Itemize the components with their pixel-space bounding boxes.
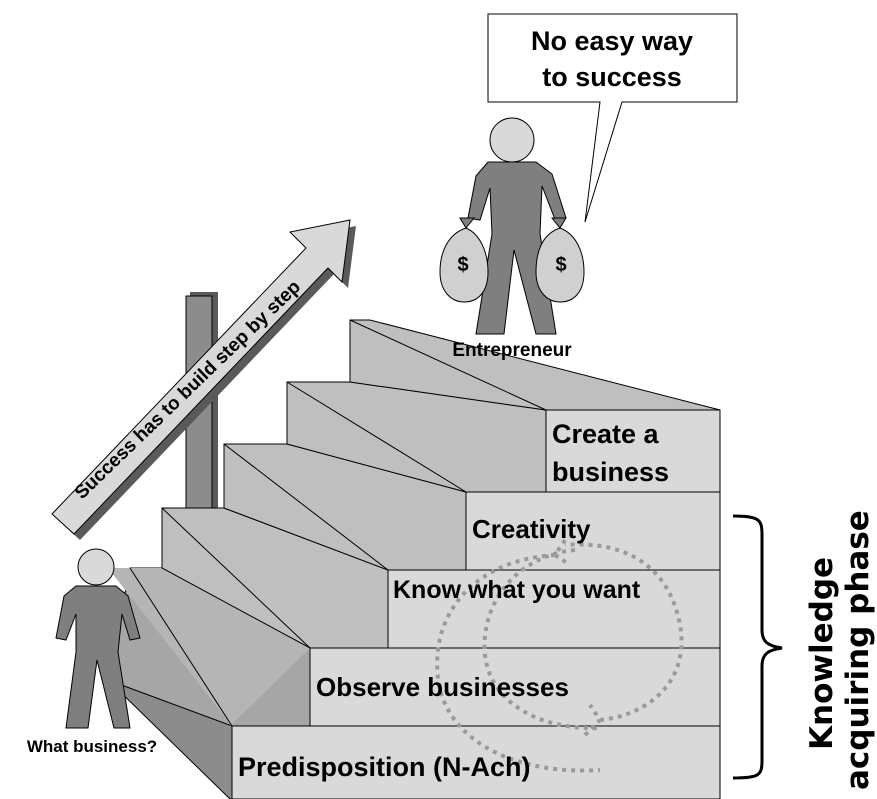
phase-label-line2: acquiring phase [840,510,876,790]
bubble-line2: to success [542,62,682,92]
money-symbol-right: $ [555,254,566,276]
step-4-face [465,491,721,571]
cycle-arrows [435,538,684,773]
step-3-label: Know what you want [393,576,641,604]
beginner-body [55,585,141,729]
step-5-label-line1: Create a [552,419,660,449]
step-2-face [309,647,721,727]
step-1-label: Predisposition (N-Ach) [238,752,531,782]
money-symbol-left: $ [457,254,468,276]
step-5-face [545,409,721,493]
step-2-label: Observe businesses [316,672,569,702]
step-4-label: Creativity [472,514,591,544]
step-3-face [387,569,721,649]
beginner-figure [55,548,141,729]
beginner-label: What business? [27,737,157,756]
entrepreneur-head [489,117,535,163]
phase-label-line1: Knowledge [804,557,840,750]
beginner-head [77,548,115,586]
money-bag-left [439,227,489,303]
speech-bubble: No easy way to success [487,13,738,223]
money-bag-right [535,227,585,303]
entrepreneur-label: Entrepreneur [452,340,572,361]
step-1-top [108,568,310,726]
entrepreneur-figure: $ $ [439,117,585,335]
bubble-line1: No easy way [531,26,693,56]
step-5-label-line2: business [552,457,669,487]
phase-bracket [732,514,783,780]
